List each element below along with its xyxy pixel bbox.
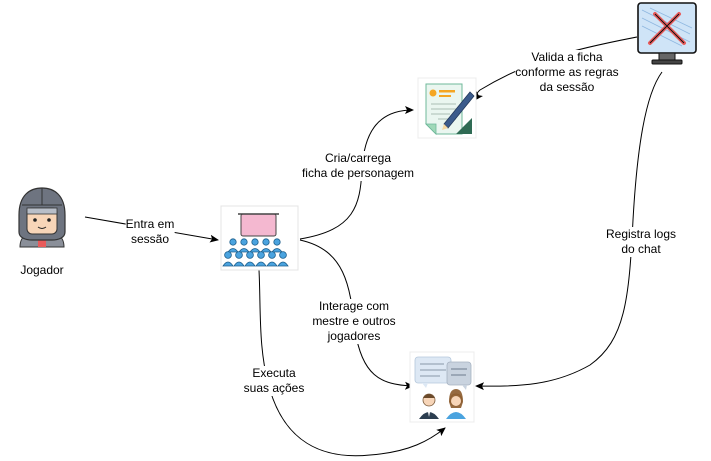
player-label: Jogador [20,263,64,278]
edge-label-sheet-line2: ficha de personagem [301,166,415,180]
edge-label-execute-line1: Executa [252,366,296,380]
crossed-swords-monitor-icon [637,2,697,65]
edge-label-validate-line3: da sessão [539,80,595,94]
edge-label-sheet: Cria/carrega ficha de personagem [301,151,415,181]
edge-label-enter: Entra em sessão [125,217,175,247]
edges [84,36,663,457]
edge-label-interact-line1: Interage com [318,299,390,313]
chat-users-icon [409,351,475,423]
edge-label-enter-line2: sessão [130,232,170,246]
edge-bot-to-sheet [474,36,638,101]
edge-label-logs-line1: Registra logs [605,227,677,241]
edge-label-interact-line3: jogadores [327,329,381,343]
edge-label-execute: Executa suas ações [243,366,305,396]
edge-label-interact-line2: mestre e outros [312,314,396,328]
audience-session-icon [220,205,299,271]
character-sheet-icon [417,77,477,139]
edge-label-sheet-line1: Cria/carrega [324,151,392,165]
knight-avatar-icon [18,187,66,248]
edge-label-enter-line1: Entra em [125,217,175,231]
edge-label-logs: Registra logs do chat [605,227,677,257]
edge-label-validate-line2: conforme as regras [515,65,619,79]
edge-label-validate-line1: Valida a ficha [531,50,603,64]
edge-label-execute-line2: suas ações [243,381,305,395]
edge-label-logs-line2: do chat [621,242,661,256]
edge-bot-to-chat [475,71,663,391]
edge-label-interact: Interage com mestre e outros jogadores [312,299,396,344]
edge-label-validate: Valida a ficha conforme as regras da ses… [515,50,619,95]
edge-session-to-chat-execute [258,269,446,457]
